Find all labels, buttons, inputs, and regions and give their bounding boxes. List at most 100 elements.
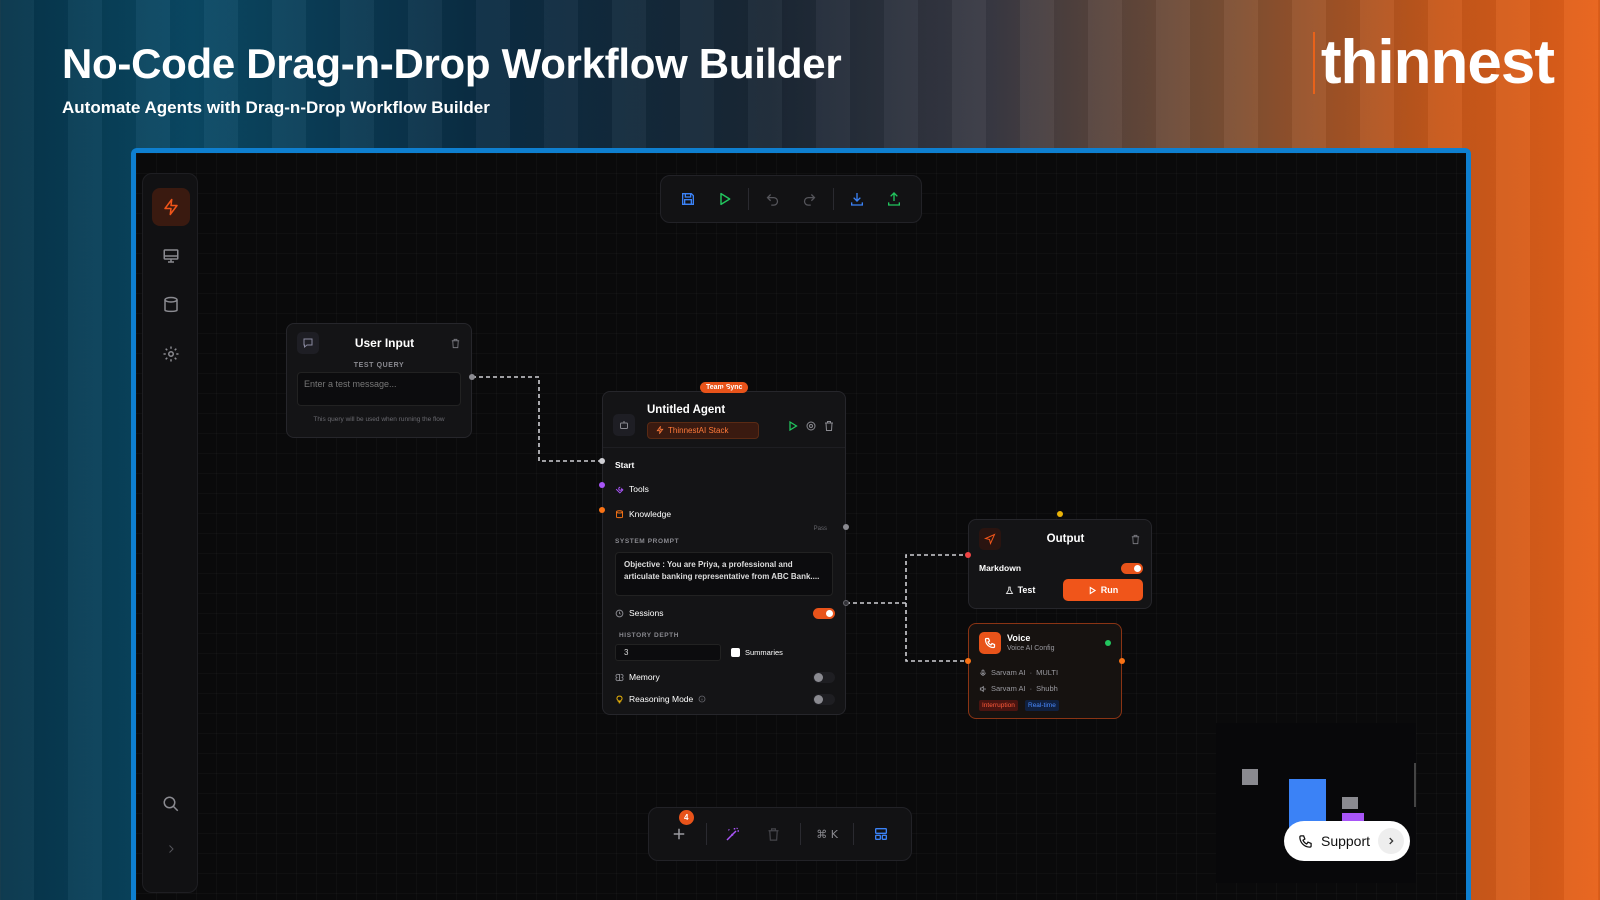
history-depth-label: HISTORY DEPTH [619, 632, 680, 639]
sidebar-item-database[interactable] [152, 286, 190, 324]
command-palette-button[interactable]: ⌘ K [816, 827, 838, 841]
agent-start-port[interactable] [599, 458, 605, 464]
info-icon[interactable] [698, 695, 706, 703]
voice-output-port[interactable] [1119, 658, 1125, 664]
summaries-checkbox[interactable] [731, 648, 740, 657]
redo-button[interactable] [794, 182, 825, 216]
download-button[interactable] [842, 182, 873, 216]
edge-agent-to-output [846, 554, 968, 604]
layout-icon [874, 828, 887, 840]
tts-provider: Sarvam AI [991, 684, 1026, 693]
output-node[interactable]: Output Markdown Test Run [968, 519, 1152, 609]
test-output-button[interactable]: Test [985, 579, 1055, 601]
banner-subtitle: Automate Agents with Drag-n-Drop Workflo… [62, 98, 490, 117]
trash-icon [451, 338, 460, 348]
voice-subtitle: Voice AI Config [1007, 645, 1055, 652]
agent-output-port[interactable] [843, 600, 849, 606]
delete-node-button[interactable] [450, 338, 461, 349]
delete-output-button[interactable] [1130, 534, 1141, 545]
agent-pass-port[interactable] [843, 524, 849, 530]
trash-icon [768, 827, 779, 841]
workflow-canvas[interactable]: User Input TEST QUERY Enter a test messa… [136, 153, 1466, 900]
magic-wand-icon [726, 827, 739, 841]
database-icon [164, 296, 178, 313]
voice-input-port[interactable] [965, 658, 971, 664]
memory-row: Memory [615, 672, 660, 682]
run-flow-button[interactable] [710, 182, 741, 216]
upload-button[interactable] [878, 182, 909, 216]
user-input-title: User Input [354, 336, 415, 350]
gear-icon [163, 346, 179, 362]
lightning-icon [656, 426, 664, 434]
start-port-label: Start [615, 460, 635, 470]
add-node-button[interactable]: 4 [663, 810, 696, 852]
stack-label: ThinnestAI Stack [668, 425, 729, 435]
voice-title: Voice [1007, 633, 1031, 643]
tools-port[interactable]: Tools [615, 484, 649, 494]
sessions-toggle[interactable] [813, 608, 835, 619]
reasoning-toggle[interactable] [813, 694, 835, 705]
tts-voice: Shubh [1036, 684, 1058, 693]
undo-icon [766, 193, 779, 206]
markdown-toggle[interactable] [1121, 563, 1143, 574]
separator-dot: · [1029, 668, 1033, 677]
stack-selector[interactable]: ThinnestAI Stack [647, 421, 759, 439]
test-query-label: TEST QUERY [353, 362, 405, 369]
agent-title[interactable]: Untitled Agent [647, 404, 726, 416]
run-agent-button[interactable] [787, 420, 799, 432]
agent-node[interactable]: Team Sync Untitled Agent ThinnestAI Stac… [602, 382, 846, 715]
agent-top-port[interactable] [722, 387, 728, 393]
test-label: Test [1017, 585, 1036, 595]
sidebar-expand-button[interactable] [152, 830, 190, 868]
sidebar-item-flows[interactable] [152, 188, 190, 226]
test-query-hint: This query will be used when running the… [313, 416, 445, 423]
undo-button[interactable] [757, 182, 788, 216]
play-icon [789, 420, 798, 432]
test-query-input[interactable]: Enter a test message... [297, 372, 461, 406]
agent-tools-port[interactable] [599, 482, 605, 488]
system-prompt-field[interactable]: Objective : You are Priya, a professiona… [615, 552, 833, 596]
history-depth-input[interactable]: 3 [615, 644, 721, 661]
brain-icon [615, 673, 624, 681]
sessions-row: Sessions [615, 608, 664, 618]
voice-status-indicator [1105, 640, 1111, 646]
wrench-icon [615, 486, 624, 494]
support-button[interactable]: Support [1284, 821, 1410, 861]
flask-icon [1005, 586, 1013, 594]
user-input-node[interactable]: User Input TEST QUERY Enter a test messa… [286, 323, 472, 438]
plus-icon [674, 828, 685, 840]
delete-selection-button[interactable] [757, 816, 790, 852]
banner-title: No-Code Drag-n-Drop Workflow Builder [62, 40, 842, 87]
voice-node[interactable]: Voice Voice AI Config Sarvam AI · MULTI … [968, 623, 1122, 719]
sidebar-item-settings[interactable] [152, 335, 190, 373]
search-icon [163, 796, 179, 812]
stt-provider: Sarvam AI [991, 668, 1026, 677]
app-frame: User Input TEST QUERY Enter a test messa… [131, 148, 1471, 900]
output-input-port[interactable] [965, 552, 971, 558]
user-input-output-port[interactable] [469, 374, 475, 380]
output-top-port[interactable] [1057, 511, 1063, 517]
summaries-row: Summaries [731, 648, 783, 657]
layout-button[interactable] [864, 816, 897, 852]
upload-icon [887, 192, 900, 206]
separator-dot: · [1029, 684, 1033, 693]
sidebar-item-monitor[interactable] [152, 237, 190, 275]
agent-settings-button[interactable] [805, 420, 817, 432]
play-icon [720, 192, 731, 206]
gear-icon [806, 421, 816, 431]
edge-input-to-agent [472, 376, 602, 462]
magic-wand-button[interactable] [717, 816, 750, 852]
agent-knowledge-port[interactable] [599, 507, 605, 513]
interruption-tag: Interruption [979, 700, 1018, 711]
phone-icon [979, 632, 1001, 654]
run-output-button[interactable]: Run [1063, 579, 1143, 601]
run-label: Run [1100, 585, 1119, 595]
chevron-right-icon [1378, 828, 1404, 854]
microphone-icon [980, 669, 986, 676]
save-button[interactable] [673, 182, 704, 216]
delete-agent-button[interactable] [823, 420, 835, 432]
knowledge-port[interactable]: Knowledge [615, 509, 671, 519]
sidebar-search-button[interactable] [152, 785, 190, 823]
memory-toggle[interactable] [813, 672, 835, 683]
markdown-label: Markdown [979, 563, 1022, 573]
